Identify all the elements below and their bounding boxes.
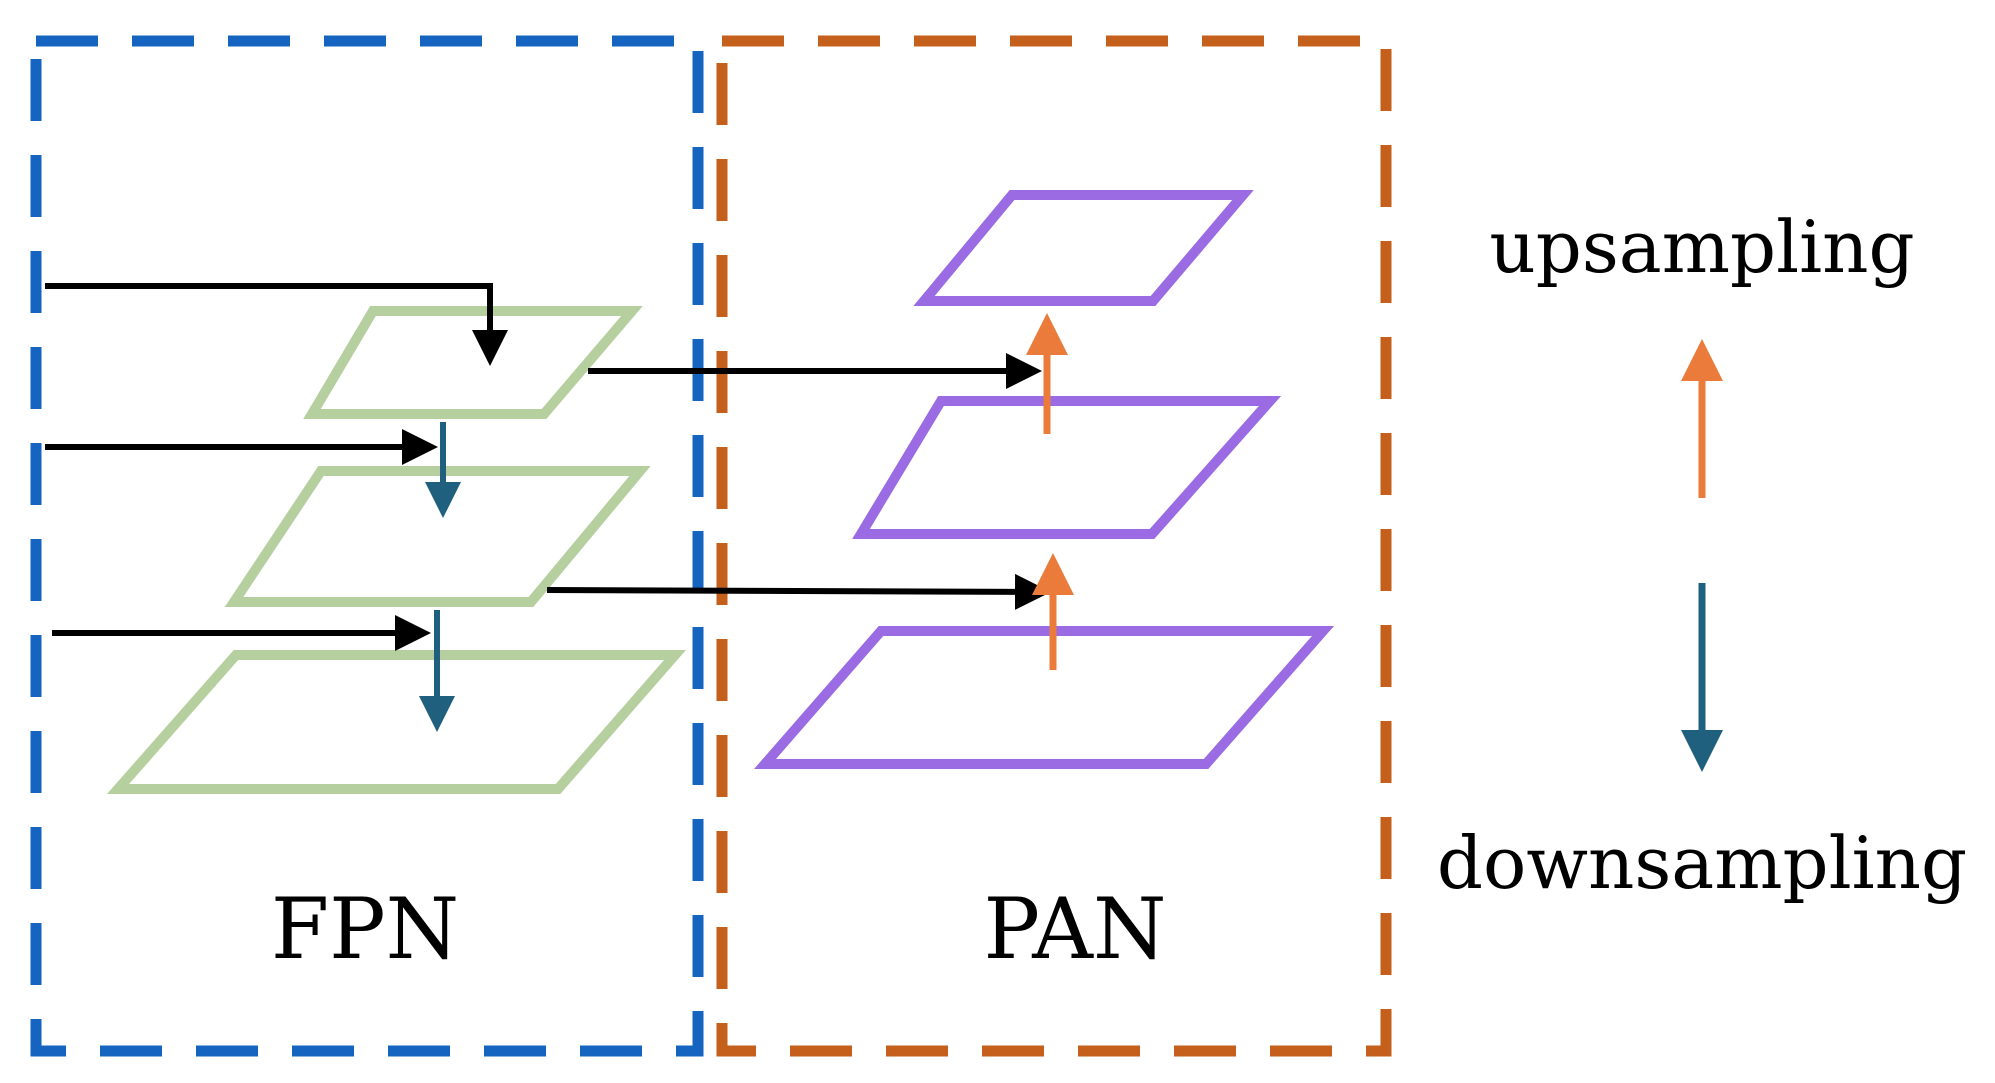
pan-layer-bottom: [754, 626, 1335, 769]
pan-layer-middle: [852, 396, 1282, 539]
legend-upsampling-label: upsampling: [1489, 205, 1914, 289]
pan-label: PAN: [984, 880, 1167, 978]
fpn-layer-top: [303, 306, 643, 419]
lateral-arrow-fpn-mid-to-pan: [546, 573, 1051, 610]
fpn-layer-bottom: [106, 650, 687, 794]
fpn-layer-middle: [224, 466, 651, 607]
pan-box: [716, 35, 1392, 1057]
lateral-arrow-top-input: [45, 283, 508, 366]
fpn-label: FPN: [271, 880, 459, 978]
pan-layer-top: [913, 190, 1254, 306]
legend-downsampling-label: downsampling: [1437, 821, 1967, 905]
fpn-box: [30, 35, 704, 1057]
